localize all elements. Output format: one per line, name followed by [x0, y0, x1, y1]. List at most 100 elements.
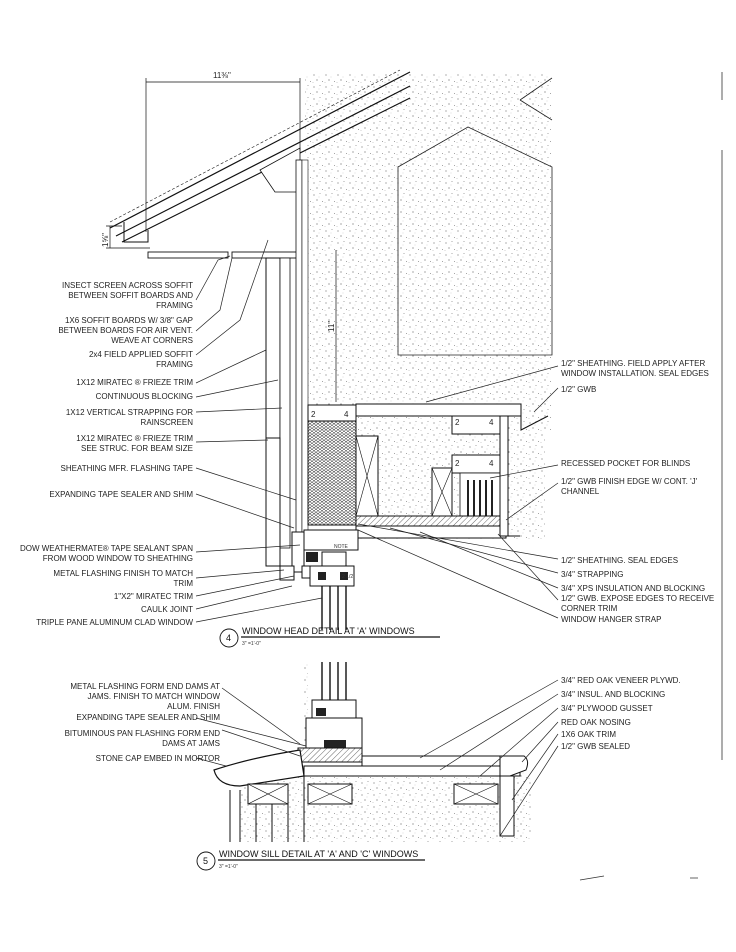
head-right-label-3: RECESSED POCKET FOR BLINDS	[561, 459, 690, 468]
header-beam	[307, 404, 357, 526]
member-mark-2b: 2	[455, 418, 460, 427]
tiny-mark-note: NOTE	[334, 544, 349, 550]
blocking-c-x	[355, 435, 379, 517]
sill-right-label-4: RED OAK NOSING	[561, 718, 631, 727]
head-detail-title: WINDOW HEAD DETAIL AT 'A' WINDOWS	[242, 626, 415, 636]
soffit-board	[147, 251, 229, 259]
head-right-leaders	[357, 365, 559, 619]
tiny-mark-size: 2 1/2	[342, 574, 353, 580]
head-detail-scale: 3" =1'-0"	[242, 641, 261, 647]
head-right-label-4: 1/2" GWB FINISH EDGE W/ CONT. 'J'CHANNEL	[561, 477, 698, 496]
head-left-label-12: 1"X2" MIRATEC TRIM	[114, 592, 194, 601]
sill-detail-drawing: 5 WINDOW SILL DETAIL AT 'A' AND 'C' WIND…	[195, 662, 559, 871]
detail-number-5: 5	[203, 856, 208, 866]
sill-mark-a	[316, 708, 326, 716]
head-detail-drawing: 11⅜" 1⅝" 11" 2 4 2 4 2 4 NOTE 2 1/2	[101, 69, 559, 648]
ceiling-gwb	[355, 403, 522, 417]
rafter-tail	[259, 147, 301, 193]
window-head-sill	[355, 515, 507, 527]
member-mark-4c: 4	[489, 459, 494, 468]
head-left-label-4: 1X12 MIRATEC ® FRIEZE TRIM	[76, 378, 193, 387]
sill-right-leaders	[419, 679, 559, 837]
head-right-label-2: 1/2" GWB	[561, 385, 596, 394]
gable-outline	[397, 126, 553, 356]
sill-insulation	[303, 765, 521, 777]
window-head-profile	[279, 529, 359, 630]
sill-block-c-x	[247, 783, 289, 805]
head-right-label-5: 1/2" SHEATHING. SEAL EDGES	[561, 556, 678, 565]
blind-slats	[467, 480, 493, 520]
roof-fascia	[123, 222, 149, 243]
detail-number-4: 4	[226, 633, 231, 643]
dim-fascia	[106, 225, 150, 249]
head-left-leaders	[195, 239, 323, 623]
stud-wall	[301, 159, 309, 551]
roof-sheathing	[109, 69, 401, 223]
head-left-label-5: CONTINUOUS BLOCKING	[96, 392, 193, 401]
dim-overhang-text: 11⅜"	[213, 71, 231, 80]
sill-right-label-2: 3/4" INSUL. AND BLOCKING	[561, 690, 665, 699]
sill-trim	[499, 775, 515, 837]
lower-wall-stipple	[304, 662, 308, 762]
soffit-board-2	[231, 251, 301, 259]
member-mark-2: 2	[311, 410, 316, 419]
dim-wall-text: 11"	[327, 321, 336, 332]
head-left-label-13: CAULK JOINT	[141, 605, 193, 614]
wall-stipple	[305, 74, 552, 430]
sill-wall-lines	[229, 776, 305, 842]
head-left-label-8: SHEATHING MFR. FLASHING TAPE	[61, 464, 193, 473]
lower-frieze-trim	[265, 437, 281, 567]
sill-block-b-x	[453, 783, 499, 805]
sill-right-label-6: 1/2" GWB SEALED	[561, 742, 630, 751]
sill-detail-scale: 3" =1'-0"	[219, 864, 238, 870]
right-wall-line	[500, 415, 549, 537]
sill-left-label-2: EXPANDING TAPE SEALER AND SHIM	[76, 713, 220, 722]
sill-right-label-5: 1X6 OAK TRIM	[561, 730, 616, 739]
detail-number-circle-5	[196, 851, 216, 871]
head-left-label-14: TRIPLE PANE ALUMINUM CLAD WINDOW	[36, 618, 193, 627]
sill-wall-stipple	[240, 772, 532, 842]
member-mark-4: 4	[344, 410, 349, 419]
member-mark-4b: 4	[489, 418, 494, 427]
sill-mark-b	[324, 740, 346, 750]
sill-right-label-3: 3/4" PLYWOOD GUSSET	[561, 704, 653, 713]
sheet-edge-marks	[579, 72, 723, 881]
sill-block-a-x	[307, 783, 353, 805]
head-right-label-7: 3/4" XPS INSULATION AND BLOCKING	[561, 584, 705, 593]
detail-number-circle-4	[219, 628, 239, 648]
sill-right-label-1: 3/4" RED OAK VENEER PLYWD.	[561, 676, 681, 685]
blocking-b-x	[431, 467, 453, 517]
sill-nosing	[499, 755, 529, 777]
dim-fascia-text: 1⅝"	[101, 233, 110, 247]
head-right-label-6: 3/4" STRAPPING	[561, 570, 623, 579]
member-mark-2c: 2	[455, 459, 460, 468]
stone-cap	[213, 749, 305, 787]
vertical-strapping	[279, 257, 291, 549]
sill-left-label-4: STONE CAP EMBED IN MORTOR	[96, 754, 221, 763]
sill-pan	[297, 747, 363, 763]
sill-left-leaders	[195, 687, 307, 767]
sill-glazing	[321, 662, 347, 700]
upper-roof-edge	[519, 77, 553, 121]
head-right-label-9: WINDOW HANGER STRAP	[561, 615, 661, 624]
head-left-label-9: EXPANDING TAPE SEALER AND SHIM	[49, 490, 193, 499]
sill-right-labels: 3/4" RED OAK VENEER PLYWD. 3/4" INSUL. AN…	[561, 676, 681, 751]
frieze-trim	[265, 257, 281, 439]
sill-detail-title: WINDOW SILL DETAIL AT 'A' AND 'C' WINDOW…	[219, 849, 418, 859]
sheathing-layer	[295, 159, 303, 551]
